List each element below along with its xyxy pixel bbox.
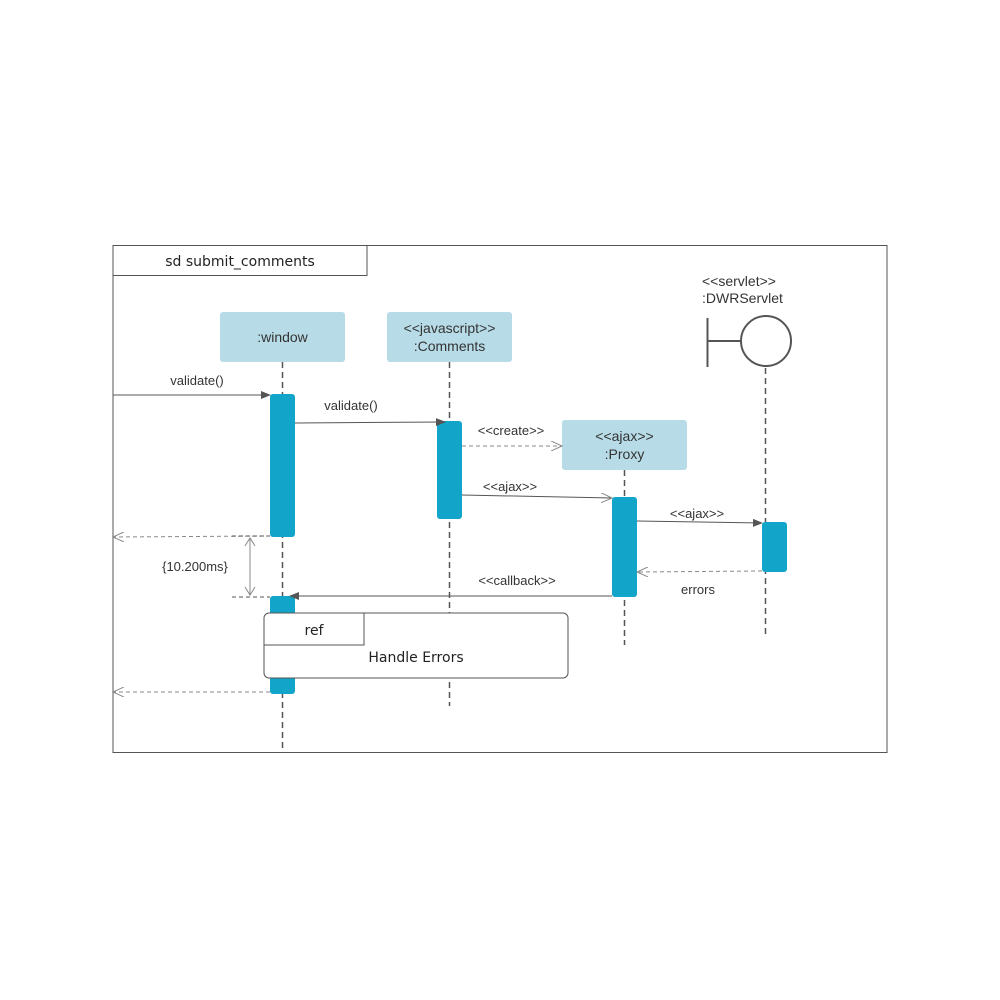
message-ajax-to-servlet-label: <<ajax>>	[670, 506, 724, 521]
boundary-icon	[706, 315, 792, 367]
lifeline-comments[interactable]: <<javascript>> :Comments	[387, 312, 512, 362]
message-validate-in-label: validate()	[170, 373, 223, 388]
lifeline-window-name: :window	[257, 329, 308, 345]
activation-comments	[437, 421, 462, 519]
duration-constraint-label: {10.200ms}	[162, 559, 228, 574]
ref-fragment-tag: ref	[305, 623, 325, 639]
lifeline-comments-head	[387, 312, 512, 362]
sd-frame-title-tab	[113, 245, 368, 276]
message-errors-label: errors	[681, 582, 715, 597]
lifeline-proxy-head	[562, 420, 687, 470]
message-ajax-to-servlet[interactable]: <<ajax>>	[636, 506, 763, 527]
lifeline-window[interactable]: :window	[220, 312, 345, 362]
lifeline-proxy-stereotype: <<ajax>>	[595, 428, 653, 444]
activation-window-1	[270, 394, 295, 537]
ref-fragment-label: Handle Errors	[368, 650, 463, 666]
message-return-1[interactable]	[113, 536, 271, 537]
ref-fragment[interactable]: ref Handle Errors	[263, 612, 569, 679]
lifeline-dwr-servlet-stereotype: <<servlet>>	[702, 273, 776, 289]
message-create-label: <<create>>	[478, 423, 545, 438]
lifeline-proxy-name: :Proxy	[605, 446, 645, 462]
duration-constraint[interactable]: {10.200ms}	[162, 535, 270, 598]
lifeline-window-head	[220, 312, 345, 362]
message-validate-in[interactable]: validate()	[113, 373, 271, 399]
message-validate-call[interactable]: validate()	[294, 398, 446, 427]
message-create[interactable]: <<create>>	[462, 423, 562, 446]
lifeline-comments-name: :Comments	[414, 338, 486, 354]
message-ajax-to-proxy-label: <<ajax>>	[483, 479, 537, 494]
activation-proxy	[612, 497, 637, 597]
lifeline-comments-stereotype: <<javascript>>	[404, 320, 496, 336]
message-errors[interactable]: errors	[637, 571, 763, 597]
message-ajax-to-proxy[interactable]: <<ajax>>	[461, 479, 612, 498]
message-validate-call-label: validate()	[324, 398, 377, 413]
activation-dwr-servlet	[762, 522, 787, 572]
message-callback-label: <<callback>>	[478, 573, 555, 588]
ref-fragment-tag-box	[264, 613, 365, 646]
lifeline-dwr-servlet[interactable]: <<servlet>> :DWRServlet	[702, 273, 792, 367]
message-callback[interactable]: <<callback>>	[289, 573, 612, 600]
sd-frame-title: sd submit_comments	[165, 254, 315, 270]
lifeline-proxy[interactable]: <<ajax>> :Proxy	[562, 420, 687, 470]
lifeline-dwr-servlet-name: :DWRServlet	[702, 290, 783, 306]
